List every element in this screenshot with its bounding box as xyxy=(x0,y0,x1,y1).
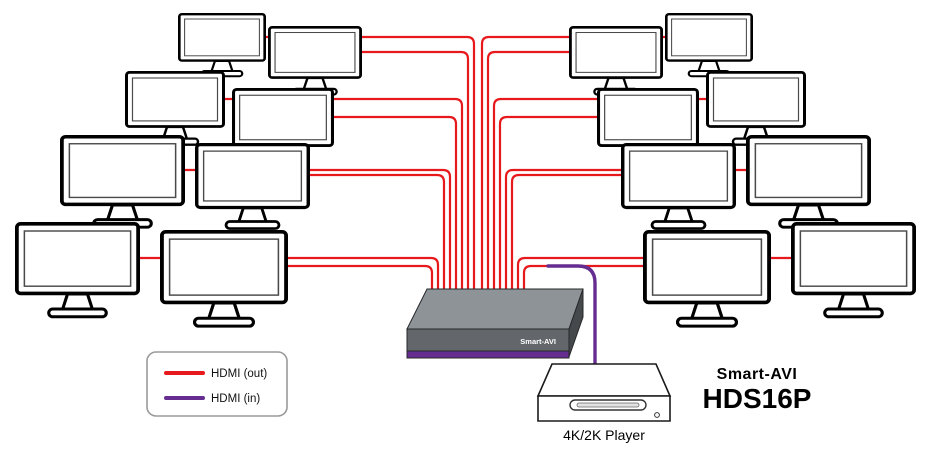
hdmi-out-cable xyxy=(138,256,440,302)
displays xyxy=(15,12,916,329)
legend-box xyxy=(146,351,288,417)
hdmi-out-cable xyxy=(480,35,667,302)
hdmi-out-cable xyxy=(522,264,645,302)
disc-slot-inner xyxy=(576,402,640,408)
player-label: 4K/2K Player xyxy=(563,427,645,443)
monitor-display xyxy=(15,221,140,319)
product-model: HDS16P xyxy=(703,383,812,414)
hdmi-out-cable xyxy=(504,168,748,302)
brand-logo: Smart-AVI xyxy=(717,366,798,383)
monitor-display xyxy=(642,229,772,329)
monitor-display xyxy=(620,142,737,231)
hdmi-out-cable xyxy=(183,168,452,302)
monitor-display xyxy=(159,229,288,329)
monitor-display xyxy=(568,25,664,96)
hds16p-switch: Smart-AVI xyxy=(406,288,584,359)
hdmi-in-cable xyxy=(546,264,597,369)
hdmi-out-cable xyxy=(332,115,458,302)
hdmi-out-cable xyxy=(360,50,470,302)
hdmi-out-cable xyxy=(492,97,708,302)
monitor-display xyxy=(791,221,916,319)
hdmi-out-cable xyxy=(308,173,446,302)
monitor-display xyxy=(125,70,225,147)
player-top-face xyxy=(536,363,672,397)
media-player: 4K/2K Player xyxy=(536,363,672,443)
monitor-display xyxy=(195,142,310,231)
player-power-button xyxy=(654,412,660,418)
hdmi-out-cable xyxy=(264,35,476,302)
hdmi-out-cable xyxy=(286,264,434,302)
monitor-display xyxy=(268,25,362,96)
monitor-display xyxy=(665,12,753,78)
hdmi-out-cable xyxy=(223,97,464,302)
hdmi-out-cable xyxy=(498,115,599,302)
hdmi-out-cables xyxy=(138,35,793,302)
switch-front-stripe xyxy=(406,350,570,359)
legend-hdmi-in-label: HDMI (in) xyxy=(211,393,260,405)
hdmi-out-cable xyxy=(510,173,623,302)
monitor-display xyxy=(178,12,266,78)
hdmi-out-cable xyxy=(486,50,571,302)
legend-hdmi-out-label: HDMI (out) xyxy=(211,368,267,380)
monitor-display xyxy=(746,134,871,230)
switch-top-face xyxy=(406,288,584,330)
monitor-display xyxy=(60,134,185,230)
switch-brand-label: Smart-AVI xyxy=(520,337,556,346)
hdmi-out-cable xyxy=(516,256,793,302)
legend: HDMI (out) HDMI (in) xyxy=(146,351,288,417)
monitor-display xyxy=(706,70,806,147)
brand-block: Smart-AVI HDS16P xyxy=(703,366,812,414)
